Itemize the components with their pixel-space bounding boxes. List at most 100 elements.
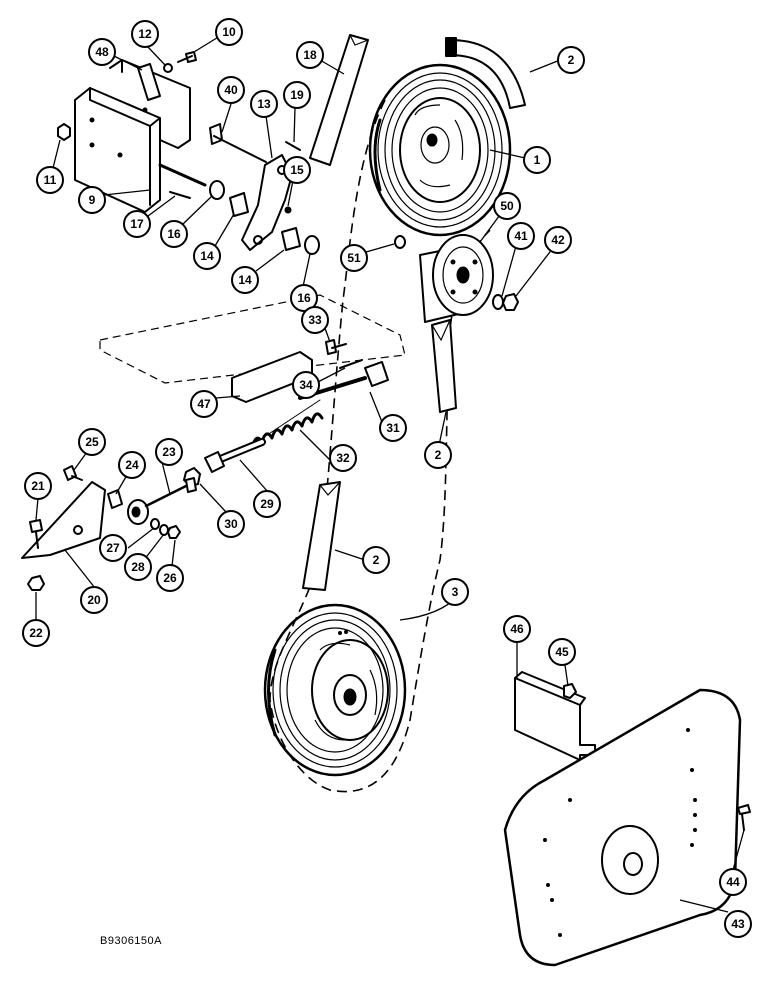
callout-3[interactable]: 3 bbox=[441, 578, 469, 606]
callout-33[interactable]: 33 bbox=[301, 306, 329, 334]
bushing-24-shape bbox=[107, 489, 123, 509]
callout-20[interactable]: 20 bbox=[80, 586, 108, 614]
lower-pulley bbox=[263, 603, 407, 777]
nut-29-end bbox=[204, 451, 225, 473]
callout-48[interactable]: 48 bbox=[88, 38, 116, 66]
svg-text:9: 9 bbox=[89, 193, 96, 207]
svg-text:20: 20 bbox=[87, 593, 101, 607]
svg-text:10: 10 bbox=[222, 25, 236, 39]
callout-2-right[interactable]: 2 bbox=[424, 441, 452, 469]
callout-14-left[interactable]: 14 bbox=[193, 242, 221, 270]
shield-46-shape bbox=[514, 677, 596, 761]
svg-text:15: 15 bbox=[290, 163, 304, 177]
washer-16-left bbox=[209, 180, 225, 200]
svg-text:17: 17 bbox=[130, 217, 144, 231]
cover-plate-43 bbox=[503, 688, 742, 967]
callout-25[interactable]: 25 bbox=[78, 428, 106, 456]
eyebolt-23 bbox=[127, 477, 197, 525]
bushing-14-right bbox=[281, 227, 301, 251]
bracket-20-hole bbox=[73, 525, 83, 535]
callout-40[interactable]: 40 bbox=[217, 76, 245, 104]
callout-2-middle[interactable]: 2 bbox=[362, 546, 390, 574]
callout-30[interactable]: 30 bbox=[217, 510, 245, 538]
callout-31[interactable]: 31 bbox=[379, 414, 407, 442]
svg-text:40: 40 bbox=[224, 83, 238, 97]
callout-27[interactable]: 27 bbox=[99, 534, 127, 562]
svg-text:30: 30 bbox=[224, 517, 238, 531]
callout-43[interactable]: 43 bbox=[724, 910, 752, 938]
svg-text:34: 34 bbox=[299, 378, 313, 392]
pin-15-shape bbox=[284, 206, 292, 214]
callout-12[interactable]: 12 bbox=[131, 20, 159, 48]
callout-28[interactable]: 28 bbox=[124, 553, 152, 581]
svg-text:21: 21 bbox=[31, 479, 45, 493]
callout-18[interactable]: 18 bbox=[296, 41, 324, 69]
callout-15[interactable]: 15 bbox=[283, 156, 311, 184]
callout-16-right[interactable]: 16 bbox=[290, 284, 318, 312]
callout-45[interactable]: 45 bbox=[548, 638, 576, 666]
callout-46[interactable]: 46 bbox=[503, 615, 531, 643]
nut-26-shape bbox=[167, 525, 181, 539]
svg-text:2: 2 bbox=[373, 553, 380, 567]
callout-29[interactable]: 29 bbox=[253, 490, 281, 518]
idler-pulley bbox=[419, 234, 494, 323]
svg-text:11: 11 bbox=[44, 173, 57, 187]
washer-41-shape bbox=[492, 294, 504, 310]
callout-44[interactable]: 44 bbox=[719, 868, 747, 896]
svg-text:24: 24 bbox=[125, 458, 139, 472]
callout-13[interactable]: 13 bbox=[250, 90, 278, 118]
callout-50[interactable]: 50 bbox=[493, 192, 521, 220]
callout-51[interactable]: 51 bbox=[340, 244, 368, 272]
callout-17[interactable]: 17 bbox=[123, 210, 151, 238]
callout-1[interactable]: 1 bbox=[523, 146, 551, 174]
svg-text:14: 14 bbox=[238, 273, 252, 287]
callout-24[interactable]: 24 bbox=[118, 451, 146, 479]
svg-text:25: 25 bbox=[85, 435, 99, 449]
bushing-14-left bbox=[229, 192, 249, 217]
svg-text:16: 16 bbox=[167, 227, 181, 241]
bracket-20-shape bbox=[21, 481, 106, 559]
belt-piece-right bbox=[431, 319, 457, 413]
callout-11[interactable]: 11 bbox=[36, 166, 64, 194]
callout-16-left[interactable]: 16 bbox=[160, 220, 188, 248]
belt-piece-18 bbox=[309, 34, 369, 166]
svg-text:46: 46 bbox=[510, 622, 524, 636]
callout-41[interactable]: 41 bbox=[507, 222, 535, 250]
callout-10[interactable]: 10 bbox=[215, 18, 243, 46]
svg-text:44: 44 bbox=[726, 875, 740, 889]
callout-21[interactable]: 21 bbox=[24, 472, 52, 500]
callout-42[interactable]: 42 bbox=[544, 226, 572, 254]
bolt-40-shape bbox=[209, 123, 267, 163]
callout-26[interactable]: 26 bbox=[156, 564, 184, 592]
pin-34-shape bbox=[339, 359, 363, 369]
svg-text:48: 48 bbox=[95, 45, 109, 59]
callout-47[interactable]: 47 bbox=[190, 390, 218, 418]
callout-23[interactable]: 23 bbox=[155, 438, 183, 466]
callout-34[interactable]: 34 bbox=[292, 371, 320, 399]
svg-text:31: 31 bbox=[386, 421, 400, 435]
nut-42-shape bbox=[502, 293, 519, 311]
bolt-44-shape bbox=[737, 804, 751, 831]
cotter-pin-17 bbox=[169, 191, 191, 199]
callout-9[interactable]: 9 bbox=[78, 186, 106, 214]
svg-text:3: 3 bbox=[452, 585, 459, 599]
callout-2-top[interactable]: 2 bbox=[557, 46, 585, 74]
svg-text:45: 45 bbox=[555, 645, 569, 659]
svg-text:2: 2 bbox=[568, 53, 575, 67]
callout-19[interactable]: 19 bbox=[283, 81, 311, 109]
nut-11-shape bbox=[57, 123, 71, 141]
svg-text:27: 27 bbox=[106, 541, 120, 555]
svg-text:47: 47 bbox=[197, 397, 211, 411]
assembly-outline bbox=[99, 294, 406, 384]
bolt-21-shape bbox=[29, 519, 43, 549]
belt-piece-middle bbox=[302, 481, 341, 591]
tensioner-arm bbox=[241, 154, 293, 251]
callout-32[interactable]: 32 bbox=[329, 444, 357, 472]
nut-45-shape bbox=[563, 683, 577, 699]
callout-14-right[interactable]: 14 bbox=[231, 266, 259, 294]
svg-text:1: 1 bbox=[534, 153, 541, 167]
plate-48-shape bbox=[137, 63, 161, 101]
bolt-25-shape bbox=[63, 465, 83, 481]
callout-22[interactable]: 22 bbox=[22, 619, 50, 647]
